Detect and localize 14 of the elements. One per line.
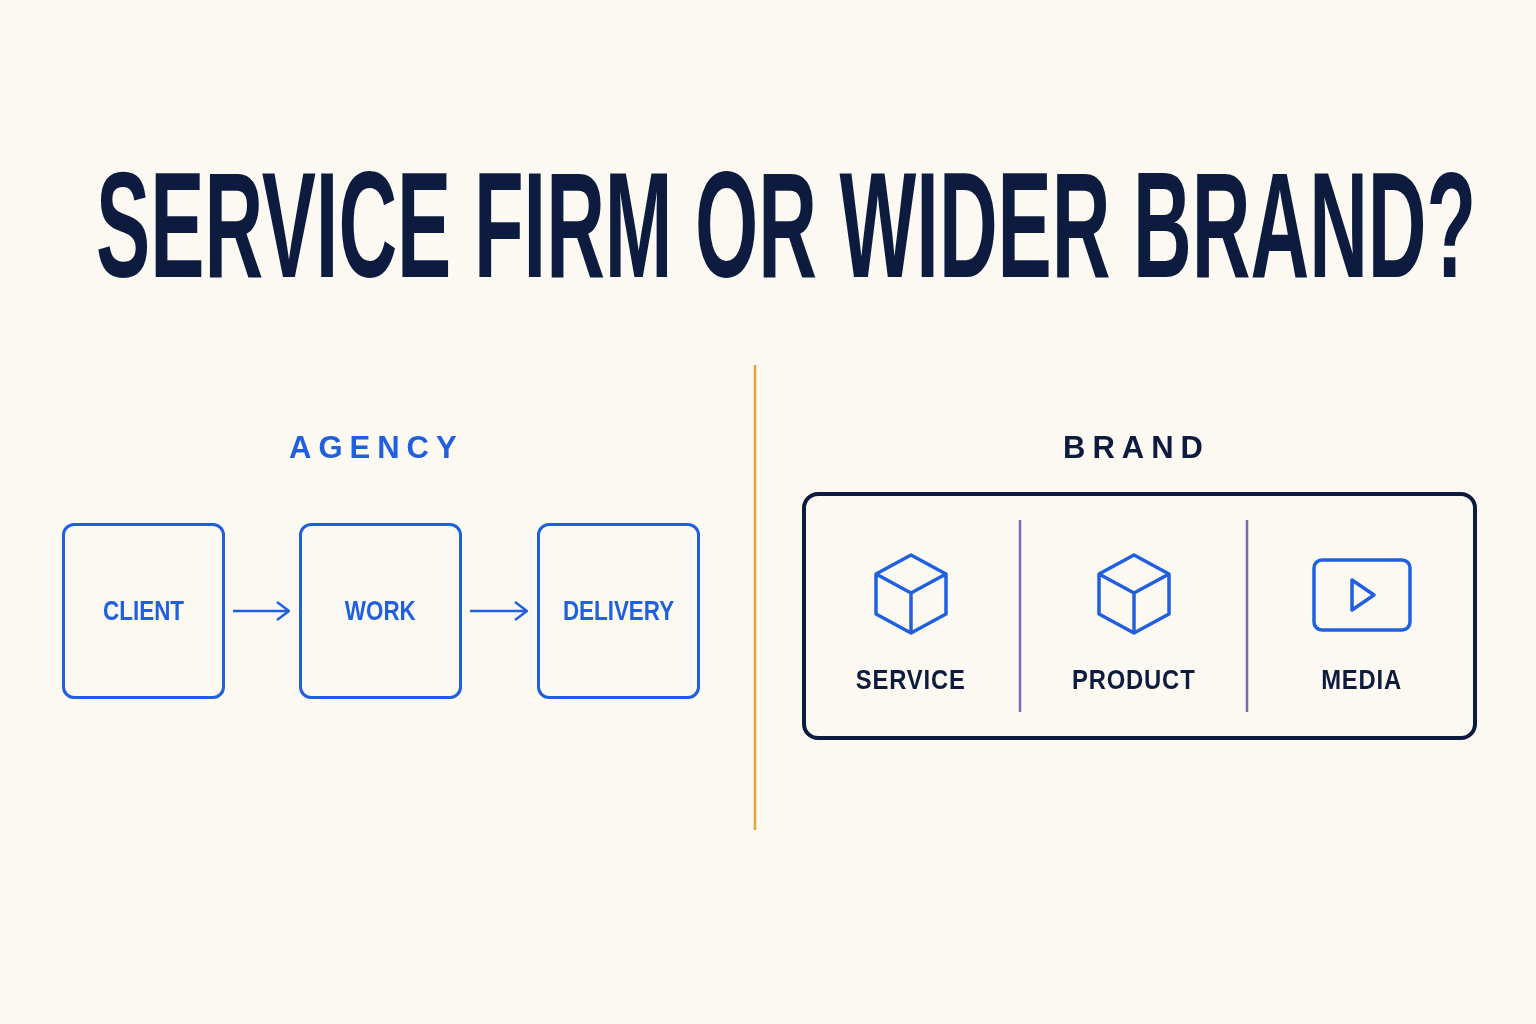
process-box <box>62 523 225 699</box>
box-label: DELIVERY <box>562 595 675 627</box>
item-label: PRODUCT <box>1071 664 1196 696</box>
title: SERVICE FIRM OR WIDER BRAND? <box>96 150 1477 300</box>
box-label: WORK <box>345 595 416 627</box>
section-heading: BRAND <box>1063 430 1210 466</box>
item-label: SERVICE <box>856 664 966 696</box>
process-box <box>537 523 700 699</box>
arrow <box>233 600 291 622</box>
process-box <box>299 523 462 699</box>
box-label: CLIENT <box>103 595 184 627</box>
item-label: MEDIA <box>1321 664 1402 696</box>
section-heading: AGENCY <box>289 430 464 466</box>
arrow <box>470 600 529 622</box>
